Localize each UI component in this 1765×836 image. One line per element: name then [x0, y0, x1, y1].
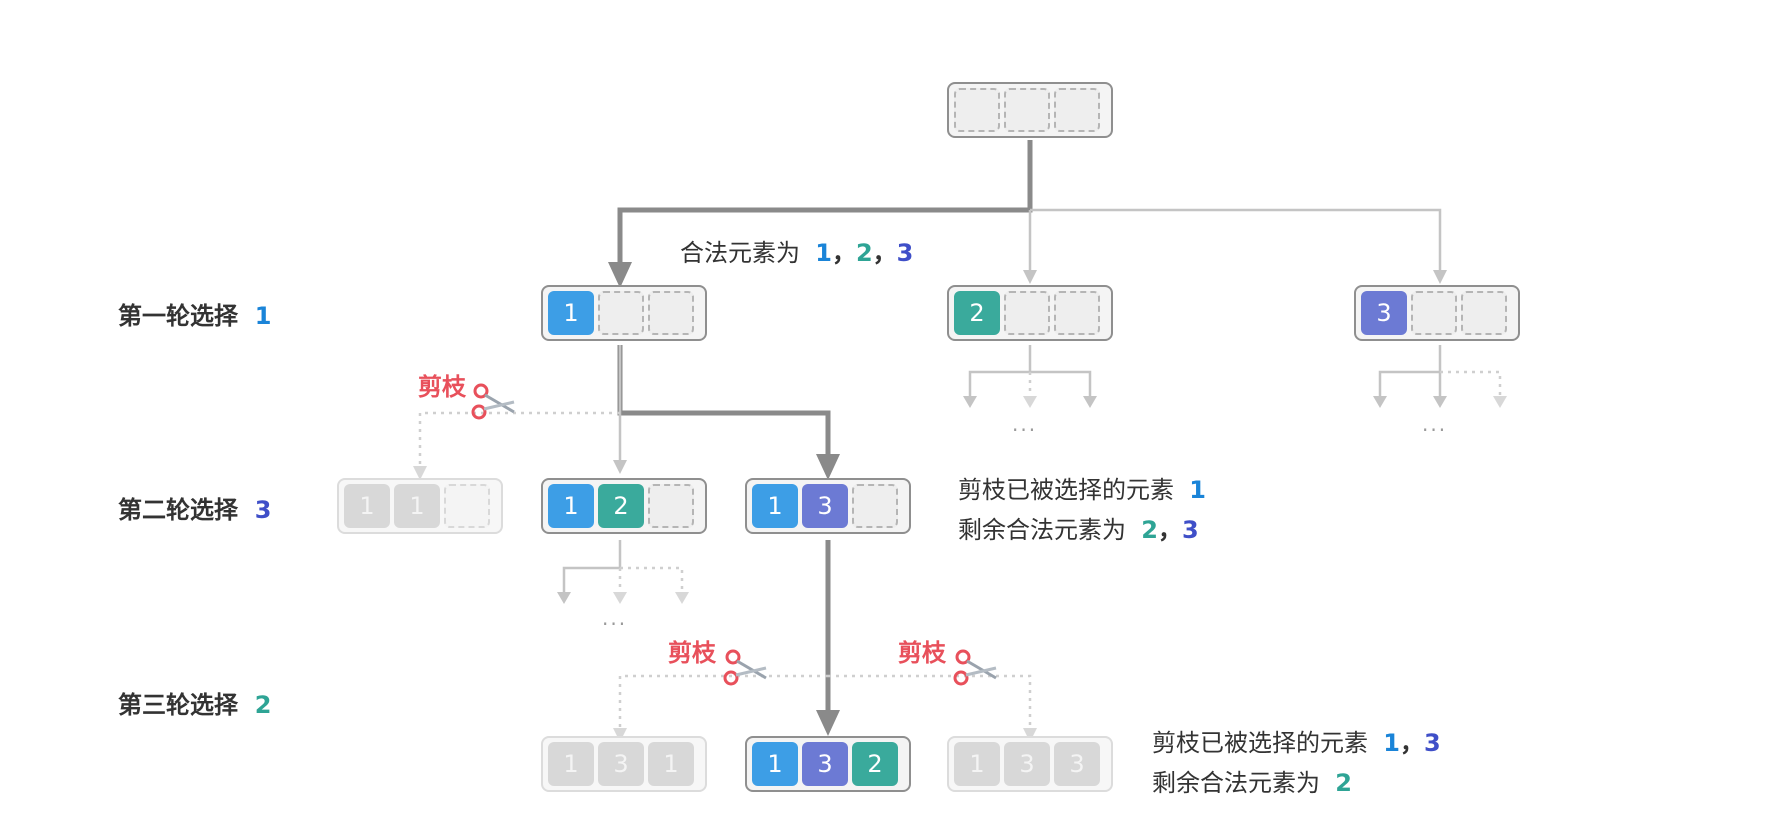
- state-cell: 1: [954, 742, 1000, 786]
- state-round3-pruned-right: 1 3 3: [947, 736, 1113, 792]
- round-1-label: 第一轮选择 1: [118, 302, 272, 330]
- state-cell: [1054, 291, 1100, 335]
- state-round2-choice-2: 1 2: [541, 478, 707, 534]
- state-cell: 1: [752, 484, 798, 528]
- state-cell: 3: [598, 742, 644, 786]
- ellipsis-branch-3: ···: [1422, 418, 1448, 442]
- round-2-label: 第二轮选择 3: [118, 496, 272, 524]
- round2-remaining-note: 剩余合法元素为 2，3: [958, 516, 1199, 544]
- legal-elements-note: 合法元素为 1，2，3: [680, 239, 914, 267]
- state-cell: [444, 484, 490, 528]
- state-cell: 3: [802, 742, 848, 786]
- round3-remaining-note: 剩余合法元素为 2: [1152, 769, 1352, 797]
- state-round1-choice-1: 1: [541, 285, 707, 341]
- state-cell: 1: [752, 742, 798, 786]
- round2-pruned-note: 剪枝已被选择的元素 1: [958, 476, 1206, 504]
- state-cell: [1054, 88, 1100, 132]
- state-cell: 2: [852, 742, 898, 786]
- branch-arrowheads: [557, 270, 1447, 604]
- state-cell: [1004, 291, 1050, 335]
- scissors-icon: [471, 383, 515, 420]
- state-cell: 1: [648, 742, 694, 786]
- scissors-icon: [723, 649, 767, 686]
- main-path: [617, 140, 1033, 718]
- state-cell: 2: [954, 291, 1000, 335]
- state-round3-pruned-left: 1 3 1: [541, 736, 707, 792]
- state-cell: [852, 484, 898, 528]
- round-3-label: 第三轮选择 2: [118, 691, 272, 719]
- state-cell: [598, 291, 644, 335]
- state-cell: 3: [802, 484, 848, 528]
- state-cell: [648, 484, 694, 528]
- state-cell: 3: [1004, 742, 1050, 786]
- state-cell: [1411, 291, 1457, 335]
- state-cell: [648, 291, 694, 335]
- ellipsis-branch-1-2: ···: [602, 612, 628, 636]
- prune-label-round3-right: 剪枝: [898, 639, 946, 667]
- state-cell: [1004, 88, 1050, 132]
- state-cell: 2: [598, 484, 644, 528]
- state-cell: 1: [548, 742, 594, 786]
- scissors-icon: [953, 649, 997, 686]
- prune-label-round3-left: 剪枝: [668, 639, 716, 667]
- main-arrowheads: [608, 262, 840, 736]
- state-cell: 1: [548, 291, 594, 335]
- prune-label-round2: 剪枝: [418, 373, 466, 401]
- branch-lines: [562, 208, 1442, 594]
- branch-dotted-lines: [418, 370, 1502, 730]
- state-round3-selected: 1 3 2: [745, 736, 911, 792]
- state-cell: 1: [344, 484, 390, 528]
- state-root: [947, 82, 1113, 138]
- state-round2-pruned: 1 1: [337, 478, 503, 534]
- state-round1-choice-3: 3: [1354, 285, 1520, 341]
- state-cell: 1: [548, 484, 594, 528]
- ellipsis-branch-2: ···: [1012, 418, 1038, 442]
- state-round2-choice-3: 1 3: [745, 478, 911, 534]
- pruned-arrowheads: [413, 396, 1507, 742]
- state-cell: [1461, 291, 1507, 335]
- state-cell: 3: [1361, 291, 1407, 335]
- state-round1-choice-2: 2: [947, 285, 1113, 341]
- state-cell: [954, 88, 1000, 132]
- state-cell: 1: [394, 484, 440, 528]
- state-cell: 3: [1054, 742, 1100, 786]
- round3-pruned-note: 剪枝已被选择的元素 1，3: [1152, 729, 1441, 757]
